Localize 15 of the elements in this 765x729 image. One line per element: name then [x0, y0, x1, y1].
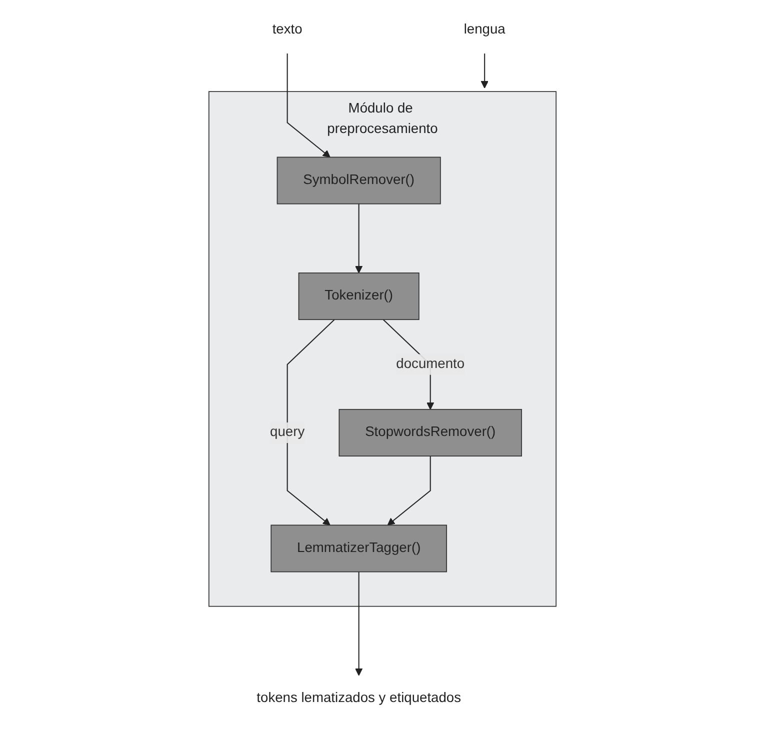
- node-box: StopwordsRemover(): [338, 408, 522, 456]
- arrow: [355, 572, 363, 676]
- arrow: [387, 456, 431, 526]
- edge-label: documento: [396, 356, 465, 372]
- arrow: [355, 204, 363, 274]
- node-text: tokens lematizados y etiquetados: [256, 690, 462, 706]
- arrow: [480, 54, 488, 88]
- edge-label: query: [270, 424, 305, 440]
- arrow: [286, 54, 330, 158]
- node-text: lengua: [464, 22, 506, 38]
- node-box: SymbolRemover(): [276, 156, 441, 204]
- node-box: Tokenizer(): [298, 272, 420, 320]
- node-text: texto: [272, 22, 302, 38]
- arrow: [286, 319, 335, 526]
- node-box: LemmatizerTagger(): [270, 524, 448, 572]
